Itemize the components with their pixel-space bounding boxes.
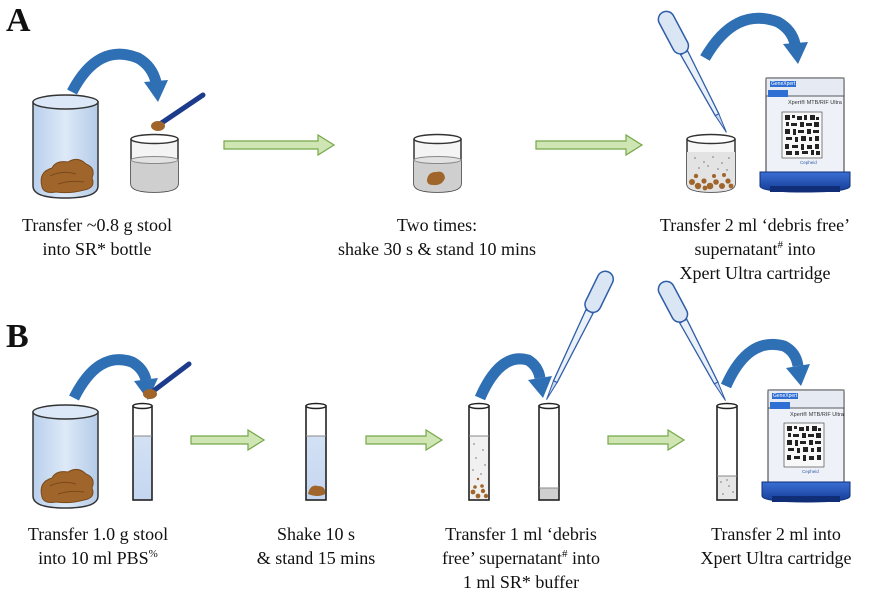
caption-line: into 10 ml PBS% (38, 548, 158, 568)
xpert-cartridge-b (761, 389, 851, 503)
cartridge-product: Xpert® MTB/RIF Ultra (790, 412, 844, 418)
pipette-icon (657, 280, 726, 401)
caption-b2: Shake 10 s & stand 15 mins (257, 522, 376, 570)
stool-sample (40, 468, 94, 504)
caption-line: Transfer ~0.8 g stool (21, 215, 173, 235)
caption-b4: Transfer 2 ml into Xpert Ultra cartridge (701, 522, 852, 570)
caption-line: Two times: (396, 215, 478, 235)
caption-line: supernatant# into (694, 239, 816, 259)
flow-arrow (190, 428, 266, 452)
caption-line: Transfer 2 ml into (711, 524, 841, 544)
qr-code (783, 422, 825, 468)
settling-tube (305, 402, 327, 501)
sr-bottle-a (130, 133, 179, 193)
supernatant-tube (716, 402, 738, 501)
curved-arrow-head-icon (528, 376, 552, 398)
flow-arrow (365, 428, 444, 452)
curved-arrow-icon (720, 338, 804, 389)
caption-line: free’ supernatant# into (441, 548, 601, 568)
curved-arrow-icon (69, 354, 152, 401)
stool-sediment (427, 171, 445, 186)
caption-a2: Two times: shake 30 s & stand 10 mins (338, 213, 536, 261)
flow-arrow (607, 428, 686, 452)
cartridge-product: Xpert® MTB/RIF Ultra (788, 100, 842, 106)
caption-line: Transfer 1.0 g stool (27, 524, 169, 544)
panel-label-b: B (6, 318, 29, 355)
caption-line: Transfer 1 ml ‘debris (445, 524, 597, 544)
cartridge-brand: GeneXpert (772, 393, 799, 399)
stool-sediment (308, 485, 326, 496)
stool-jar-a (32, 94, 99, 199)
caption-line: Xpert Ultra cartridge (679, 263, 831, 283)
pipette-icon (546, 270, 615, 400)
curved-arrow-icon (67, 48, 162, 95)
caption-line: Shake 10 s (276, 524, 355, 544)
sr-buffer-tube (538, 402, 560, 501)
debris-particles (470, 477, 489, 499)
curved-arrow-head-icon (783, 42, 808, 64)
panel-label-a: A (6, 2, 31, 39)
cartridge-maker: Cepheid (800, 160, 817, 165)
caption-line: Xpert Ultra cartridge (700, 548, 852, 568)
curved-arrow-icon (474, 353, 546, 401)
cartridge-maker: Cepheid (802, 469, 819, 474)
flow-arrow (223, 133, 336, 157)
pbs-tube (132, 402, 153, 501)
pipette-icon (657, 10, 727, 133)
flow-arrow (535, 133, 644, 157)
caption-a3: Transfer 2 ml ‘debris free’ supernatant#… (660, 213, 850, 285)
caption-line: & stand 15 mins (256, 548, 376, 568)
shaking-bottle-a (413, 133, 462, 193)
caption-a1: Transfer ~0.8 g stool into SR* bottle (22, 213, 172, 261)
curved-arrow-head-icon (786, 364, 810, 386)
debris-tube (468, 402, 490, 501)
curved-arrow-head-icon (134, 378, 158, 400)
qr-code (781, 111, 823, 159)
curved-arrow-head-icon (144, 80, 168, 102)
xpert-cartridge-a (759, 77, 851, 193)
caption-b1: Transfer 1.0 g stool into 10 ml PBS% (28, 522, 168, 570)
spatula-icon (151, 92, 206, 131)
stool-sample (40, 158, 94, 194)
caption-line: shake 30 s & stand 10 mins (338, 239, 536, 259)
caption-line: 1 ml SR* buffer (462, 572, 580, 592)
caption-line: into SR* bottle (42, 239, 152, 259)
spatula-icon (143, 361, 192, 399)
caption-b3: Transfer 1 ml ‘debris free’ supernatant#… (442, 522, 600, 594)
cartridge-brand: GeneXpert (770, 81, 797, 87)
debris-bottle-a (686, 133, 736, 193)
caption-line: Transfer 2 ml ‘debris free’ (659, 215, 851, 235)
curved-arrow-icon (700, 12, 801, 61)
stool-jar-b (32, 404, 99, 509)
debris-particles (689, 173, 734, 191)
